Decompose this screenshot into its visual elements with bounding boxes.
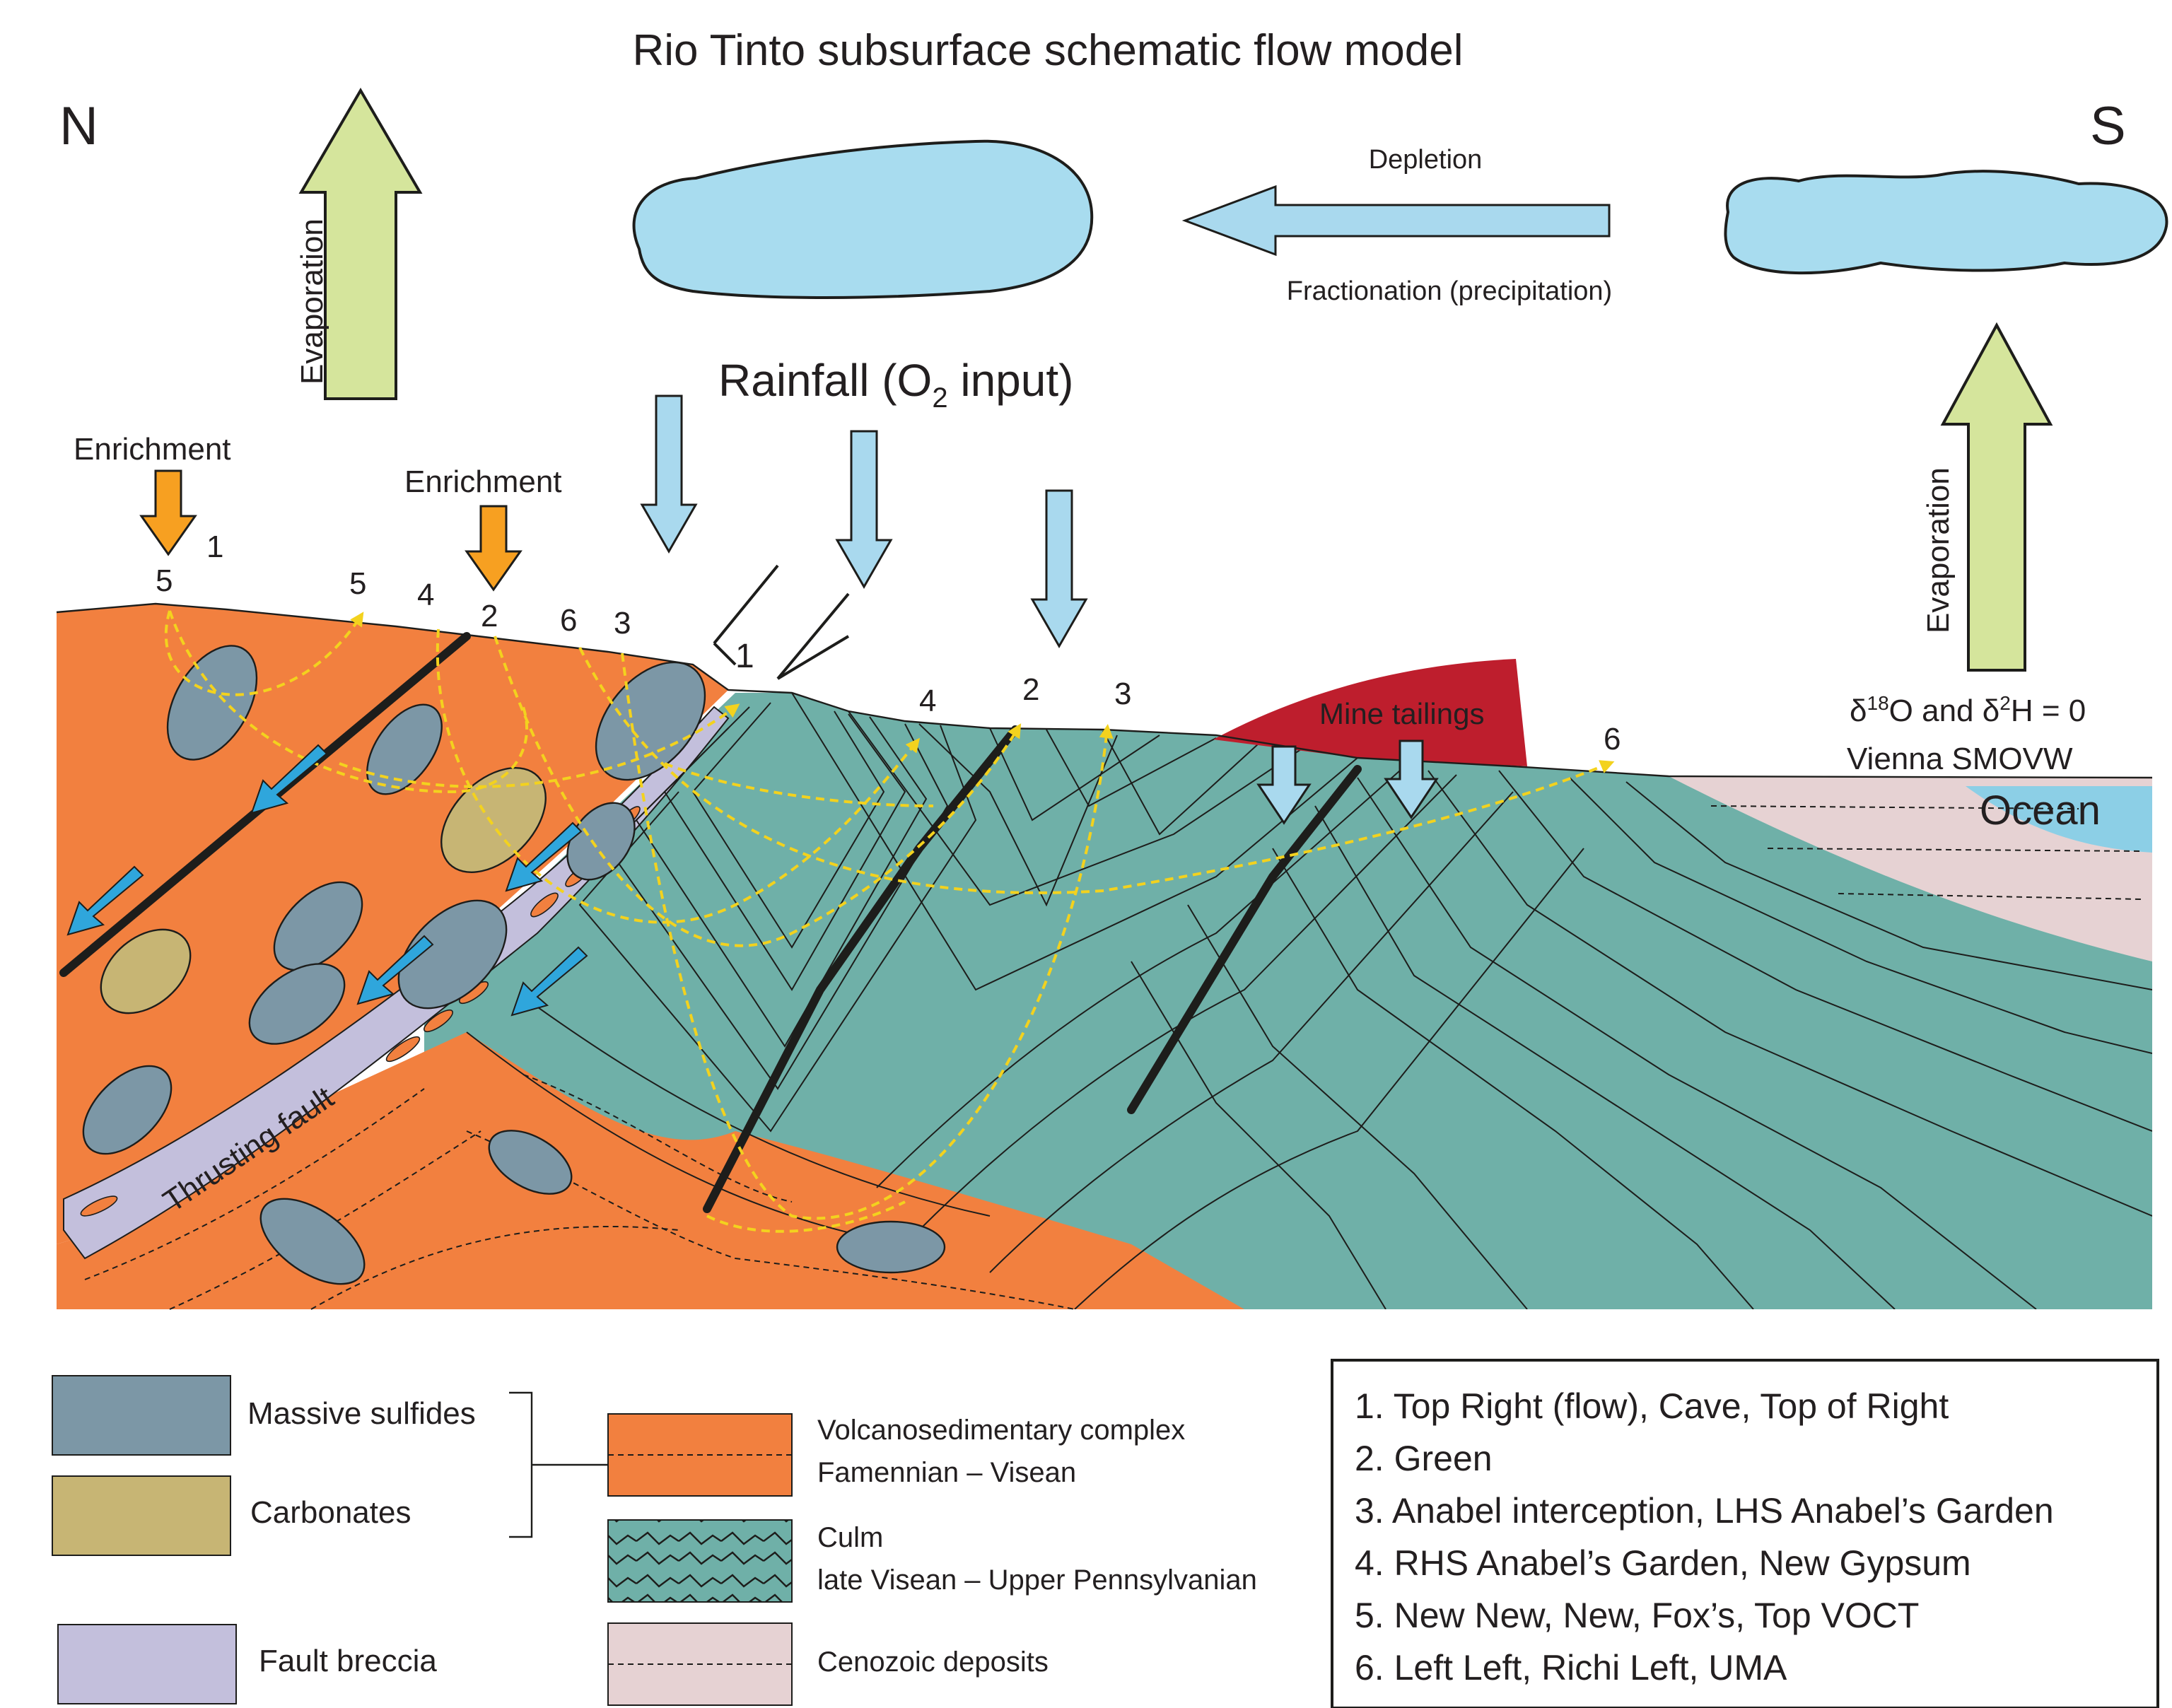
legend-volcano-line1: Volcanosedimentary complex [817,1415,1185,1446]
rain-arrows [640,394,1088,649]
flowpath-item-3: 3. Anabel interception, LHS Anabel’s Gar… [1355,1491,2054,1531]
legend-bracket [509,1391,608,1538]
flowpath-item-4: 4. RHS Anabel’s Garden, New Gypsum [1355,1543,1971,1583]
cloud-left [632,139,1094,299]
marker-4a: 4 [417,578,434,612]
flowpath-5a [168,610,528,794]
marker-1b: 1 [735,638,754,675]
ocean [1966,786,2152,853]
marker-1a: 1 [206,530,223,564]
flowpath-2 [494,636,1022,947]
diagram-title: Rio Tinto subsurface schematic flow mode… [632,26,1463,75]
mine-tailings-label: Mine tailings [1319,697,1484,730]
flowpath-item-1: 1. Top Right (flow), Cave, Top of Right [1355,1386,1949,1426]
flowpath-3 [621,653,1114,1220]
ocean-label: Ocean [1980,788,2101,833]
groundwater-flow-arrows [66,744,588,1017]
marker-3b: 3 [1114,677,1131,711]
legend-massive-sulfides: Massive sulfides [247,1396,476,1431]
enrichment-label-1: Enrichment [74,432,231,467]
flowpath-1 [339,703,740,788]
marker-5b: 5 [349,566,366,601]
south-label: S [2090,96,2126,156]
enrichment-arrow-2 [465,505,522,592]
legend-swatch-massive-sulfides [52,1375,231,1456]
depletion-label: Depletion [1369,145,1483,175]
legend-swatch-fault-breccia [57,1624,237,1704]
marker-3a: 3 [614,606,631,640]
legend-fault-breccia: Fault breccia [259,1644,437,1678]
fault-breccia-band [63,706,730,1260]
enrichment-label-2: Enrichment [404,464,562,499]
evaporation-label-left: Evaporation [295,218,329,385]
volcanosedimentary-upper [57,604,728,1244]
svg-text:δ18O and δ2H = 0: δ18O and δ2H = 0 [1850,692,2086,728]
marker-6b: 6 [1604,722,1621,756]
svg-text:Rainfall (O2 input): Rainfall (O2 input) [718,355,1073,414]
flowpath-5b [164,610,364,696]
marker-2b: 2 [1022,672,1039,707]
evaporation-arrow-left [298,88,423,400]
evaporation-arrow-right [1940,322,2053,672]
legend-culm-line1: Culm [817,1522,883,1553]
cenozoic-bedding [1710,805,2143,900]
culm-fold-lines [466,692,2152,1309]
flowpath-item-2: 2. Green [1355,1439,1493,1478]
legend-culm-line2: late Visean – Upper Pennsylvanian [817,1564,1257,1596]
legend-swatch-culm [607,1519,793,1603]
marker-5a: 5 [156,563,173,598]
massive-sulfide-lenses [82,645,946,1285]
fractionation-label: Fractionation (precipitation) [1287,276,1612,306]
legend-volcano-line2: Famennian – Visean [817,1457,1076,1488]
legend-carbonates: Carbonates [250,1495,411,1530]
isotope-reference: Vienna SMOVW [1847,742,2073,776]
tailings-infiltration-arrows [1256,739,1439,825]
enrichment-arrows [139,469,522,592]
flowpath-item-5: 5. New New, New, Fox’s, Top VOCT [1355,1596,1919,1635]
north-label: N [59,96,98,156]
depletion-arrow [1181,185,1611,257]
fault-3 [1127,765,1362,1114]
rain-arrow-2 [835,430,893,590]
cross-section: Ocean Thrusting fault [56,432,2153,1310]
flowpath-lines [164,610,1615,1233]
enrichment-arrow-1 [139,469,197,556]
rain-arrow-3 [1030,489,1088,649]
mine-tailings [1213,659,1527,766]
legend: Massive sulfides Carbonates Fault brecci… [52,1375,1257,1706]
flowpath-4 [436,628,920,924]
isotope-label: δ18O and δ2H = 0 Vienna SMOVW [1847,692,2086,776]
cloud-right [1724,170,2168,275]
flowpath-6 [578,647,1615,894]
flowpath-item-6: 6. Left Left, Richi Left, UMA [1355,1648,1787,1687]
rain-arrow-1 [640,394,698,554]
evaporation-label-right: Evaporation [1921,467,1956,633]
flowpath-deep [706,1200,906,1233]
rainfall-label: Rainfall (O2 input) [718,355,1073,414]
marker-6a: 6 [560,603,577,638]
ground-surface [56,602,2153,779]
marker-2a: 2 [481,599,498,633]
fault-2 [703,725,1020,1213]
legend-swatch-carbonates [52,1475,231,1556]
legend-cenozoic: Cenozoic deposits [817,1646,1049,1678]
fault-tick-marks [713,564,850,680]
culm-unit [424,693,2152,1309]
flowpath-key: 1. Top Right (flow), Cave, Top of Right … [1331,1359,2159,1708]
flow-markers: 5 1 5 4 2 6 3 1 4 2 3 6 [156,530,1621,756]
marker-4b: 4 [919,684,936,718]
flowpath-mid [664,762,934,807]
